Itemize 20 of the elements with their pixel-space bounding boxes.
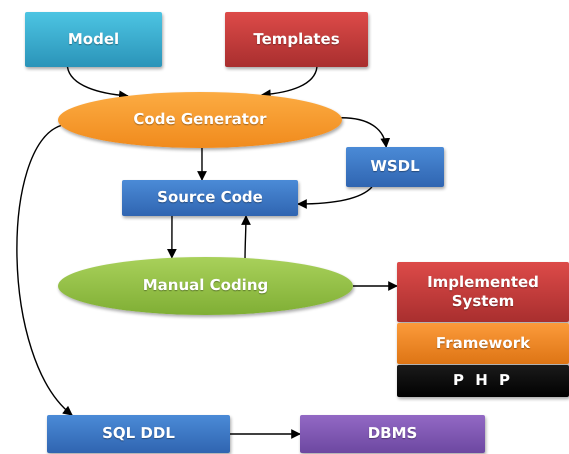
arrow [166,216,177,259]
process-box: P H P [397,365,569,397]
process-ellipse: Code Generator [58,92,342,148]
process-ellipse: Manual Coding [58,257,353,315]
process-box: Model [25,12,162,67]
process-box: DBMS [300,415,485,453]
arrow [16,125,73,416]
process-box: Implemented System [397,262,569,322]
arrow [66,66,129,100]
process-box: WSDL [346,147,444,187]
arrow [241,215,251,258]
arrow [230,429,301,439]
process-box: Source Code [122,180,298,216]
arrow [353,281,398,291]
process-box: Templates [225,12,368,67]
process-box: SQL DDL [47,415,230,453]
arrow [342,117,390,148]
arrow [197,148,207,181]
process-box: Framework [397,323,569,364]
arrow [297,186,372,209]
